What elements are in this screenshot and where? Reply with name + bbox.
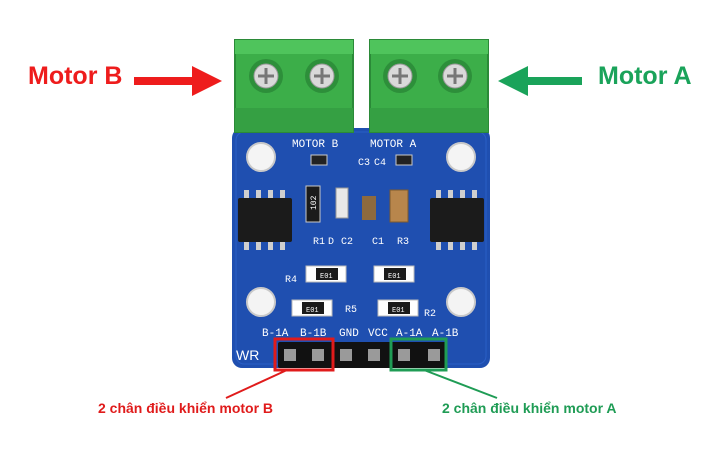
silk-pin-a1a: A-1A <box>396 328 423 340</box>
pins-b-caption: 2 chân điều khiển motor B <box>98 400 274 416</box>
silk-d: D <box>328 237 334 248</box>
silk-r3: R3 <box>397 237 409 248</box>
silk-r1: R1 <box>313 237 325 248</box>
silk-c1: C1 <box>372 237 384 248</box>
silk-pin-a1b: A-1B <box>432 328 459 340</box>
motor-a-arrow <box>498 66 582 96</box>
mounting-hole <box>446 142 476 172</box>
silk-pin-b1a: B-1A <box>262 328 289 340</box>
driver-ic-left <box>238 190 292 250</box>
pins-b-highlight <box>273 337 335 372</box>
mounting-hole <box>446 287 476 317</box>
pins-a-caption: 2 chân điều khiển motor A <box>442 400 617 416</box>
silk-c3: C3 <box>358 158 370 169</box>
silk-pin-gnd: GND <box>339 328 359 340</box>
pins-b-pointer <box>225 369 288 399</box>
mounting-hole <box>246 142 276 172</box>
silk-pin-b1b: B-1B <box>300 328 327 340</box>
silk-chip-102: 102 <box>310 195 319 210</box>
silk-r2: R2 <box>424 309 436 320</box>
silk-r4: R4 <box>285 275 297 286</box>
motor-b-label: Motor B <box>28 62 123 90</box>
silk-r5: R5 <box>345 305 357 316</box>
silk-pin-vcc: VCC <box>368 328 388 340</box>
driver-ic-right <box>430 190 484 250</box>
silk-e01-3: E01 <box>306 307 319 315</box>
silk-motor-b: MOTOR B <box>292 139 339 151</box>
silk-e01-2: E01 <box>388 273 401 281</box>
silk-e01-1: E01 <box>320 273 333 281</box>
silk-c2: C2 <box>341 237 353 248</box>
mounting-hole <box>246 287 276 317</box>
silk-c4: C4 <box>374 158 386 169</box>
motor-a-label: Motor A <box>598 62 692 90</box>
terminal-block-motor-b <box>234 39 354 133</box>
motor-b-arrow <box>134 66 222 96</box>
silk-e01-4: E01 <box>392 307 405 315</box>
pin-header <box>278 342 446 368</box>
terminal-block-motor-a <box>369 39 489 133</box>
pins-a-pointer <box>423 369 498 399</box>
pins-a-highlight <box>389 337 448 372</box>
silk-brand: WR <box>236 347 259 363</box>
silk-motor-a: MOTOR A <box>370 139 417 151</box>
